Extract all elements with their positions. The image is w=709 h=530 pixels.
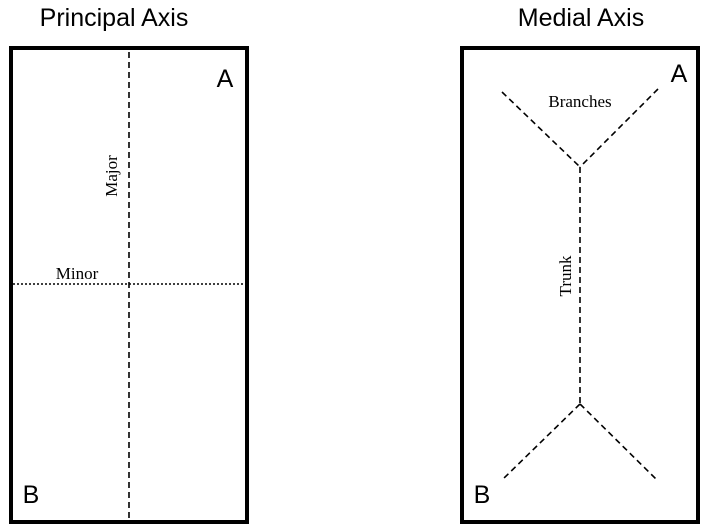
medial-axis-title: Medial Axis xyxy=(518,4,644,32)
principal-axis-frame xyxy=(9,46,249,524)
major-label: Major xyxy=(102,155,121,197)
principal-corner-a: A xyxy=(217,65,234,93)
medial-axis-panel: Medial Axis Branches Trunk A B xyxy=(460,4,700,524)
lower-left-branch-line xyxy=(501,403,581,481)
minor-label: Minor xyxy=(56,264,99,283)
principal-corner-b: B xyxy=(23,481,40,509)
trunk-label: Trunk xyxy=(556,255,575,296)
principal-axis-panel: Principal Axis Major Minor A B xyxy=(9,4,249,524)
principal-axis-title: Principal Axis xyxy=(40,4,189,32)
lower-right-branch-line xyxy=(579,403,658,481)
upper-left-branch-line xyxy=(501,91,581,168)
upper-right-branch-line xyxy=(579,88,659,168)
medial-corner-b: B xyxy=(474,481,491,509)
major-label-background xyxy=(104,148,121,204)
medial-corner-a: A xyxy=(671,60,688,88)
trunk-label-background xyxy=(558,250,575,302)
medial-axis-frame xyxy=(460,46,700,524)
branches-label: Branches xyxy=(548,92,611,111)
